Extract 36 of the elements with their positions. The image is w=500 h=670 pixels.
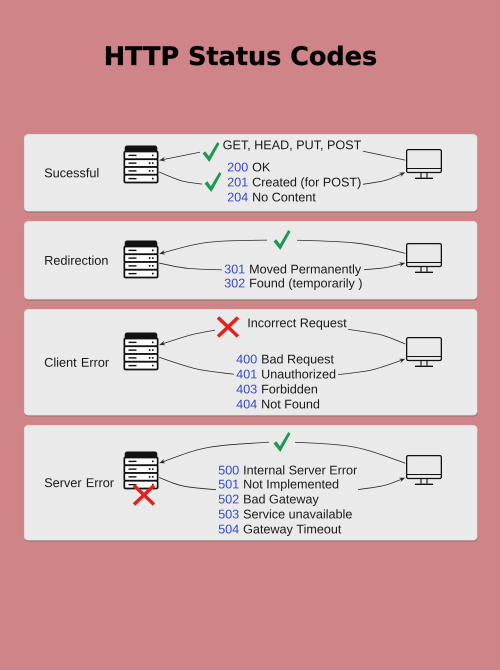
status-description: No Content: [253, 192, 316, 202]
status-description: Forbidden: [262, 384, 318, 394]
status-code: 204: [228, 192, 248, 202]
status-code: 404: [236, 400, 257, 409]
status-code: 500: [218, 466, 239, 475]
status-code: 201: [228, 178, 248, 187]
status-description: Not Found: [262, 399, 320, 409]
monitor-icon: [406, 243, 442, 273]
status-code: 401: [236, 370, 257, 379]
status-description: Bad Request: [262, 354, 334, 366]
status-code: 403: [236, 384, 257, 394]
server-icon: [124, 332, 158, 370]
status-description: Found (temporarily ): [250, 278, 362, 290]
status-description: Not Implemented: [244, 479, 338, 492]
status-description: Internal Server Error: [244, 465, 358, 475]
status-description: OK: [252, 162, 270, 172]
status-code: 502: [218, 494, 239, 504]
status-description: Bad Gateway: [244, 494, 319, 506]
status-description: Moved Permanently: [250, 264, 362, 276]
status-code: 400: [236, 354, 257, 364]
status-description: Created (for POST): [252, 177, 361, 189]
status-description: Gateway Timeout: [244, 524, 342, 536]
server-icon: [124, 146, 158, 184]
status-code: 302: [224, 278, 245, 288]
status-description: Service unavailable: [244, 509, 352, 519]
status-code: 504: [218, 524, 239, 534]
server-icon: [124, 452, 158, 490]
status-code: 301: [224, 264, 245, 274]
monitor-icon: [406, 149, 442, 179]
status-code: 503: [218, 510, 239, 519]
status-description: Unauthorized: [262, 369, 336, 379]
monitor-icon: [406, 455, 442, 485]
monitor-icon: [406, 337, 442, 367]
status-code: 501: [218, 480, 239, 489]
server-icon: [124, 240, 158, 278]
status-code: 200: [228, 162, 248, 172]
